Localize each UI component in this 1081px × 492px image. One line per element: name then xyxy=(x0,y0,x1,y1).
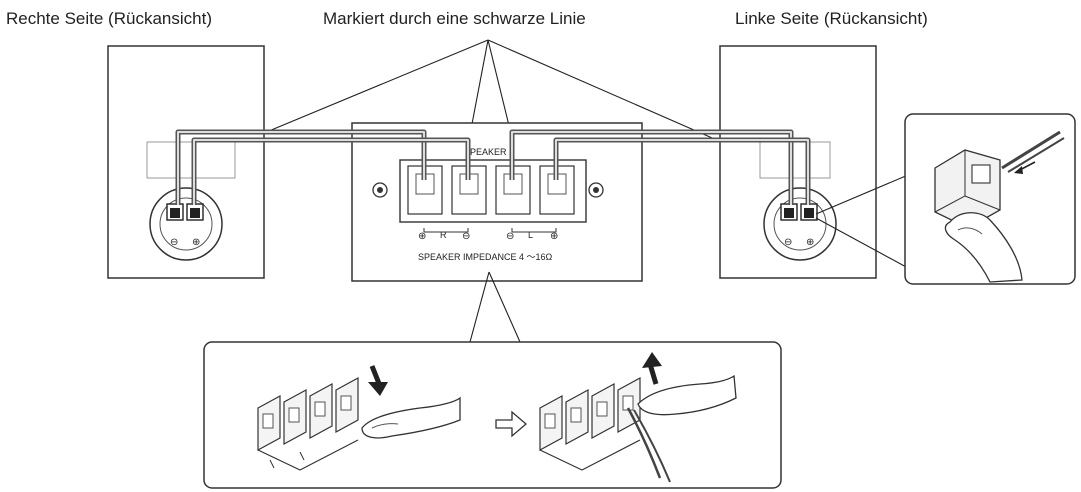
right-speaker-plus-mark: ⊕ xyxy=(192,237,200,248)
terminal-mark-l: L xyxy=(528,230,533,240)
right-speaker-minus-mark: ⊖ xyxy=(170,237,178,248)
speaker-impedance-label: SPEAKER IMPEDANCE 4 ～16Ω xyxy=(418,252,553,262)
terminal-mark-plus-2: ⊕ xyxy=(550,231,558,242)
speaker-wires xyxy=(175,129,811,205)
left-speaker-plus-mark: ⊕ xyxy=(806,237,814,248)
terminal-mark-minus-1: ⊖ xyxy=(462,231,470,242)
left-speaker-minus-mark: ⊖ xyxy=(784,237,792,248)
left-side-caption: Linke Seite (Rückansicht) xyxy=(735,9,928,28)
callout-lines xyxy=(469,174,909,343)
right-side-caption: Rechte Seite (Rückansicht) xyxy=(6,9,212,28)
terminal-group-insert xyxy=(539,352,737,483)
speaker-clip-detail-box xyxy=(904,113,1076,285)
terminal-mark-plus-1: ⊕ xyxy=(418,231,426,242)
next-step-arrow-icon xyxy=(495,410,527,438)
terminal-lever-detail-box xyxy=(203,341,782,489)
marked-by-black-line-caption: Markiert durch eine schwarze Linie xyxy=(323,9,586,28)
main-unit-rear-panel: PEAKER ⊕ R ⊖ ⊖ L ⊕ SPEAKER IMPEDANCE 4 ～… xyxy=(351,122,643,282)
left-speaker-rear: ⊖ ⊕ xyxy=(719,45,877,279)
right-speaker-rear: ⊖ ⊕ xyxy=(107,45,265,279)
terminal-mark-minus-2: ⊖ xyxy=(506,231,514,242)
terminal-group-press xyxy=(257,365,461,471)
speaker-label: PEAKER xyxy=(470,147,507,157)
terminal-mark-r: R xyxy=(440,230,447,240)
